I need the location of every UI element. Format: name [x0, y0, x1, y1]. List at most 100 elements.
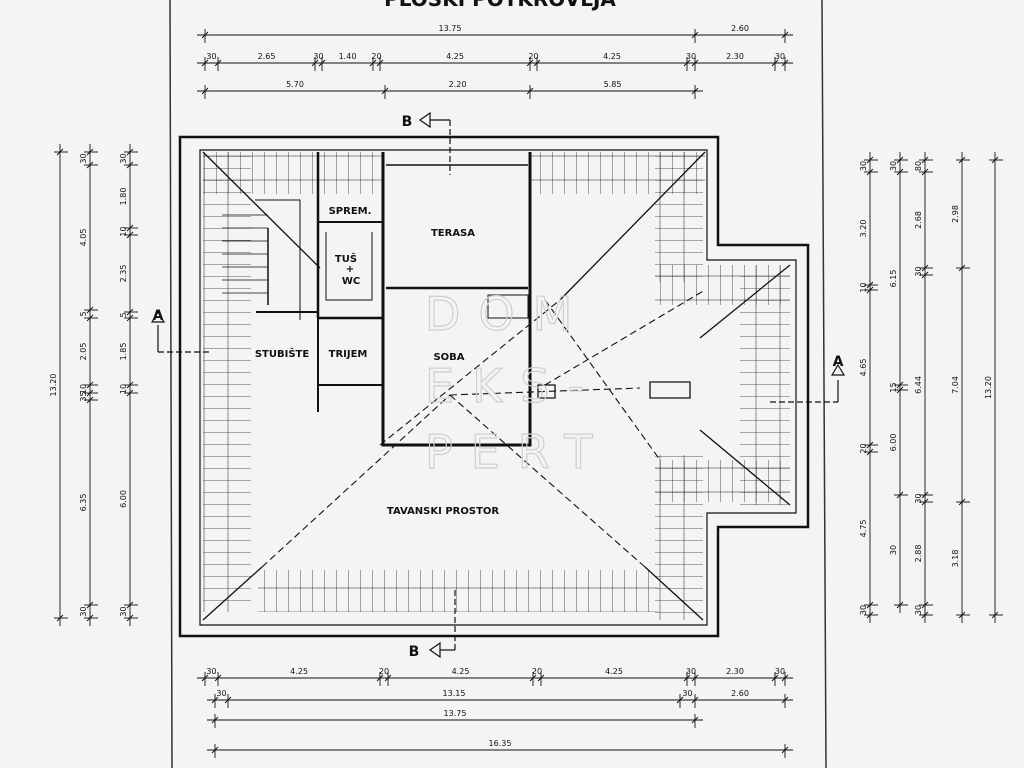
dimension-label: 10 [79, 384, 88, 394]
dimension-label: 7.04 [951, 376, 960, 394]
dimension-label: 13.20 [984, 376, 993, 399]
dimension-label: 4.25 [605, 667, 623, 676]
svg-text:PERT: PERT [425, 425, 611, 479]
dimension-label: 16.35 [489, 739, 512, 748]
dimension-label: 20 [532, 667, 542, 676]
dimension-label: 13.75 [439, 24, 462, 33]
dimension-label: 3.20 [859, 220, 868, 238]
dimension-label: 30 [914, 266, 923, 276]
svg-text:DOM: DOM [425, 287, 590, 341]
section-a-right-label: A [833, 354, 844, 370]
dimension-label: 13.15 [443, 689, 466, 698]
dimension-label: 20 [379, 667, 389, 676]
dimension-label: 6.35 [79, 494, 88, 512]
room-terasa: TERASA [431, 228, 475, 239]
dimension-label: 2.98 [951, 205, 960, 223]
dimension-label: 1.40 [339, 52, 357, 61]
dimension-label: 10 [119, 226, 128, 236]
dimension-label: 30 [119, 153, 128, 163]
dimension-label: 20 [859, 443, 868, 453]
room-trijem: TRIJEM [329, 349, 368, 360]
section-b-top-label: B [402, 114, 413, 130]
dimension-label: 20 [528, 52, 538, 61]
dimension-label: 30 [889, 545, 898, 555]
dimension-label: 10 [119, 384, 128, 394]
dimension-label: 1.80 [119, 188, 128, 206]
dimension-label: 2.30 [726, 52, 744, 61]
dimension-label: 30 [216, 689, 226, 698]
dimension-label: 30 [859, 605, 868, 615]
section-a-left-label: A [153, 308, 164, 324]
dimension-label: 30 [206, 667, 216, 676]
room-plus: + [346, 264, 354, 275]
room-tus: TUŠ [335, 252, 357, 265]
dimension-label: 5.70 [286, 80, 304, 89]
dimension-label: 6.00 [119, 490, 128, 508]
room-wc: WC [342, 276, 360, 287]
dimension-label: 30 [119, 606, 128, 616]
room-soba: SOBA [433, 352, 464, 363]
dimension-label: 35 [79, 391, 88, 401]
dimension-label: 30 [914, 605, 923, 615]
room-labels: SPREM. TERASA TUŠ + WC SOBA STUBIŠTE TRI… [255, 206, 500, 517]
dimension-label: 30 [686, 667, 696, 676]
paper-edge-right [821, 0, 827, 768]
dimension-labels: 13.75 2.60 30 2.65 30 1.40 20 4.25 20 4.25 30 2.30 3… [49, 24, 993, 748]
dimension-label: 30 [682, 689, 692, 698]
dimension-label: 2.35 [119, 265, 128, 283]
dimension-label: 2.05 [79, 343, 88, 361]
dimension-label: 5 [119, 312, 128, 317]
dimension-label: 4.25 [446, 52, 464, 61]
dimension-label: 3.18 [951, 550, 960, 568]
dimension-label: 10 [859, 282, 868, 292]
dimension-label: 2.30 [726, 667, 744, 676]
dimension-label: 80 [914, 161, 923, 171]
section-b-bottom-label: B [409, 644, 420, 660]
dimension-label: 6.15 [889, 270, 898, 288]
stair [222, 214, 268, 294]
hip-lines [202, 151, 791, 621]
dimension-label: 20 [371, 52, 381, 61]
dimension-label: 2.60 [731, 689, 749, 698]
dimension-label: 30 [859, 161, 868, 171]
dimension-label: 13.20 [49, 374, 58, 397]
dimension-label: 2.20 [449, 80, 467, 89]
dimension-label: 4.05 [79, 229, 88, 247]
drawing-title: PLOSKI POTKROVLJA [384, 0, 616, 11]
watermark: DOM EKS- PERT [424, 286, 611, 479]
dimension-label: 30 [79, 606, 88, 616]
svg-text:EKS-: EKS- [425, 359, 602, 413]
dimension-label: 30 [889, 161, 898, 171]
dimension-label: 30 [775, 667, 785, 676]
dimension-label: 30 [775, 52, 785, 61]
dimension-label: 4.25 [452, 667, 470, 676]
dimension-label: 4.65 [859, 359, 868, 377]
dimension-label: 2.65 [258, 52, 276, 61]
room-sprem: SPREM. [329, 206, 372, 217]
dimension-label: 6.44 [914, 376, 923, 394]
dimension-label: 30 [206, 52, 216, 61]
dimension-label: 2.68 [914, 211, 923, 229]
section-markers [150, 111, 846, 659]
dimension-label: 13.75 [444, 709, 467, 718]
dimension-label: 4.25 [603, 52, 621, 61]
dimension-label: 4.75 [859, 520, 868, 538]
dimension-label: 5 [79, 311, 88, 316]
dimension-label: 5.85 [604, 80, 622, 89]
dimension-label: 6.00 [889, 434, 898, 452]
dimension-label: 30 [686, 52, 696, 61]
dimension-label: 1.85 [119, 343, 128, 361]
paper-edge-left [169, 0, 173, 768]
dimension-label: 30 [914, 493, 923, 503]
dimension-label: 30 [313, 52, 323, 61]
dimension-label: 30 [79, 153, 88, 163]
dimension-label: 2.88 [914, 545, 923, 563]
dimension-label: 15 [889, 382, 898, 392]
room-tavanski-prostor: TAVANSKI PROSTOR [387, 506, 499, 517]
room-stubiste: STUBIŠTE [255, 347, 310, 360]
roof-tiles [203, 152, 790, 620]
roof-outline [178, 135, 810, 638]
dimension-lines [54, 29, 1003, 758]
dimension-label: 2.60 [731, 24, 749, 33]
